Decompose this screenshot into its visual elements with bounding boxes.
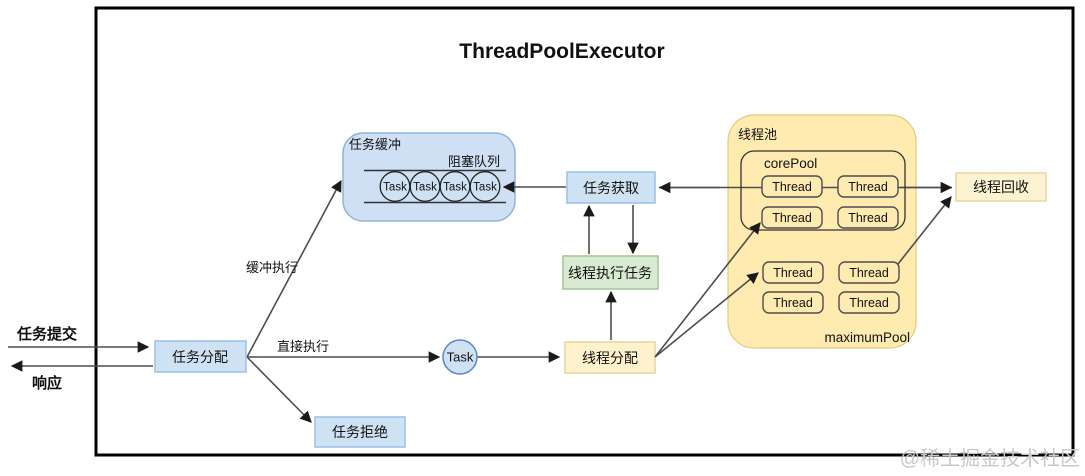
maximum-thread-boxes: Thread Thread Thread Thread bbox=[762, 261, 900, 314]
max-to-recycle-arrow bbox=[897, 196, 952, 265]
dispatch-to-max-arrow bbox=[654, 272, 759, 358]
task-reject-label: 任务拒绝 bbox=[332, 424, 388, 440]
core-pool-label: corePool bbox=[764, 156, 817, 171]
thread-label: Thread bbox=[849, 296, 889, 310]
diagram-title: ThreadPoolExecutor bbox=[459, 40, 664, 63]
thread-box bbox=[837, 206, 899, 229]
thread-label: Thread bbox=[849, 266, 889, 280]
task-fetch-box bbox=[566, 171, 656, 204]
maximum-pool-label: maximumPool bbox=[824, 330, 910, 345]
buffered-exec-arrow bbox=[246, 179, 342, 358]
thread-box bbox=[762, 291, 824, 314]
queue-task-circle bbox=[469, 171, 501, 202]
thread-pool-label: 线程池 bbox=[738, 127, 777, 142]
single-task-circle bbox=[442, 339, 478, 375]
task-reject-box bbox=[314, 416, 406, 448]
thread-recycle-box bbox=[955, 172, 1047, 202]
thread-dispatch-box bbox=[564, 341, 656, 374]
single-task-label: Task bbox=[447, 350, 474, 365]
task-reject-arrow bbox=[246, 356, 312, 423]
buffered-exec-label: 缓冲执行 bbox=[246, 260, 298, 275]
thread-box bbox=[838, 261, 900, 284]
thread-label: Thread bbox=[773, 296, 813, 310]
task-submit-label: 任务提交 bbox=[16, 325, 77, 343]
thread-exec-label: 线程执行任务 bbox=[568, 265, 652, 281]
thread-box bbox=[837, 175, 899, 198]
direct-exec-label: 直接执行 bbox=[277, 339, 329, 354]
thread-dispatch-label: 线程分配 bbox=[582, 350, 638, 366]
core-thread-boxes: Thread Thread Thread Thread bbox=[761, 175, 899, 229]
task-dispatch-label: 任务分配 bbox=[172, 349, 228, 365]
queue-task-label: Task bbox=[383, 182, 407, 194]
thread-box bbox=[761, 206, 823, 229]
queue-task-label: Task bbox=[473, 182, 497, 194]
response-label: 响应 bbox=[32, 374, 62, 392]
core-pool-box bbox=[740, 150, 906, 231]
thread-box bbox=[762, 261, 824, 284]
thread-label: Thread bbox=[848, 180, 888, 194]
task-fetch-label: 任务获取 bbox=[583, 180, 639, 196]
thread-box bbox=[761, 175, 823, 198]
thread-box bbox=[838, 291, 900, 314]
blocking-queue-label: 阻塞队列 bbox=[448, 154, 500, 169]
thread-label: Thread bbox=[848, 211, 888, 225]
queue-task-circles: Task Task Task Task bbox=[379, 171, 501, 202]
queue-task-label: Task bbox=[413, 182, 437, 194]
thread-label: Thread bbox=[773, 266, 813, 280]
thread-label: Thread bbox=[772, 180, 812, 194]
dispatch-to-core-arrow bbox=[654, 222, 761, 358]
diagram-frame bbox=[94, 6, 1075, 457]
queue-task-label: Task bbox=[443, 182, 467, 194]
task-buffer-label: 任务缓冲 bbox=[349, 137, 401, 152]
thread-exec-box bbox=[562, 255, 659, 290]
task-dispatch-box bbox=[154, 340, 247, 373]
thread-label: Thread bbox=[772, 211, 812, 225]
thread-recycle-label: 线程回收 bbox=[973, 179, 1029, 195]
watermark: @稀土掘金技术社区 bbox=[900, 447, 1080, 470]
thread-pool-box bbox=[727, 114, 917, 349]
